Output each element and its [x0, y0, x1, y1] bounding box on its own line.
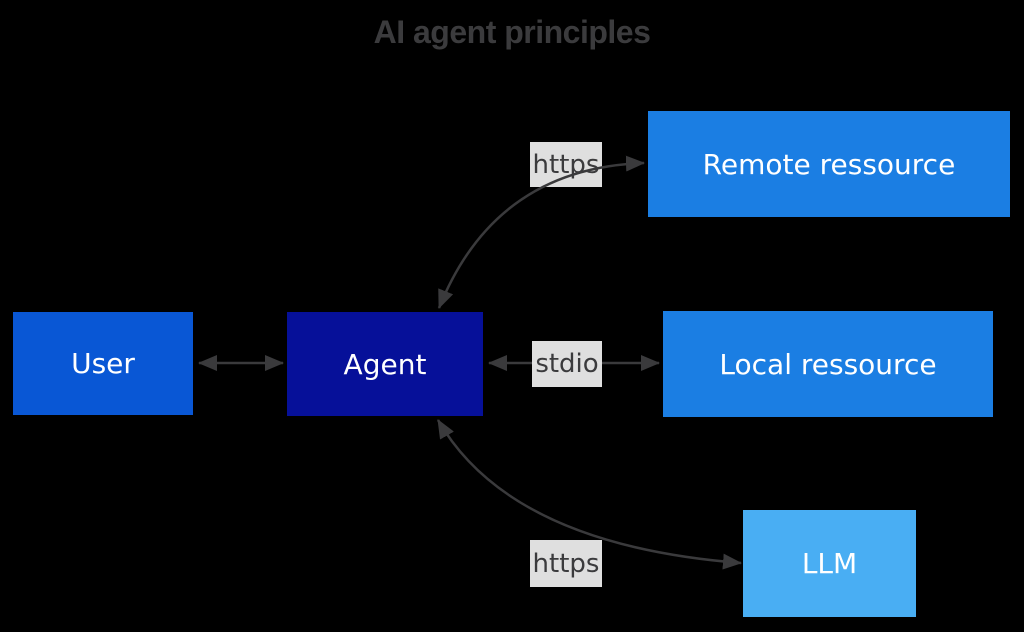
edge-label-https-remote: https [530, 142, 602, 187]
node-agent: Agent [287, 312, 483, 416]
node-llm: LLM [743, 510, 916, 617]
edge-label-stdio: stdio [532, 341, 602, 387]
node-remote-ressource-label: Remote ressource [702, 147, 956, 181]
edge-label-https-llm-text: https [532, 548, 600, 579]
edge-label-https-llm: https [530, 540, 602, 587]
node-local-ressource: Local ressource [663, 311, 993, 417]
edge-label-stdio-text: stdio [535, 349, 599, 379]
node-agent-label: Agent [343, 347, 427, 381]
node-remote-ressource: Remote ressource [648, 111, 1010, 217]
node-user-label: User [71, 347, 135, 380]
edge-label-https-remote-text: https [532, 149, 600, 180]
node-user: User [13, 312, 193, 415]
node-llm-label: LLM [801, 547, 858, 580]
node-local-ressource-label: Local ressource [719, 347, 937, 381]
diagram-title: AI agent principles [373, 14, 651, 50]
